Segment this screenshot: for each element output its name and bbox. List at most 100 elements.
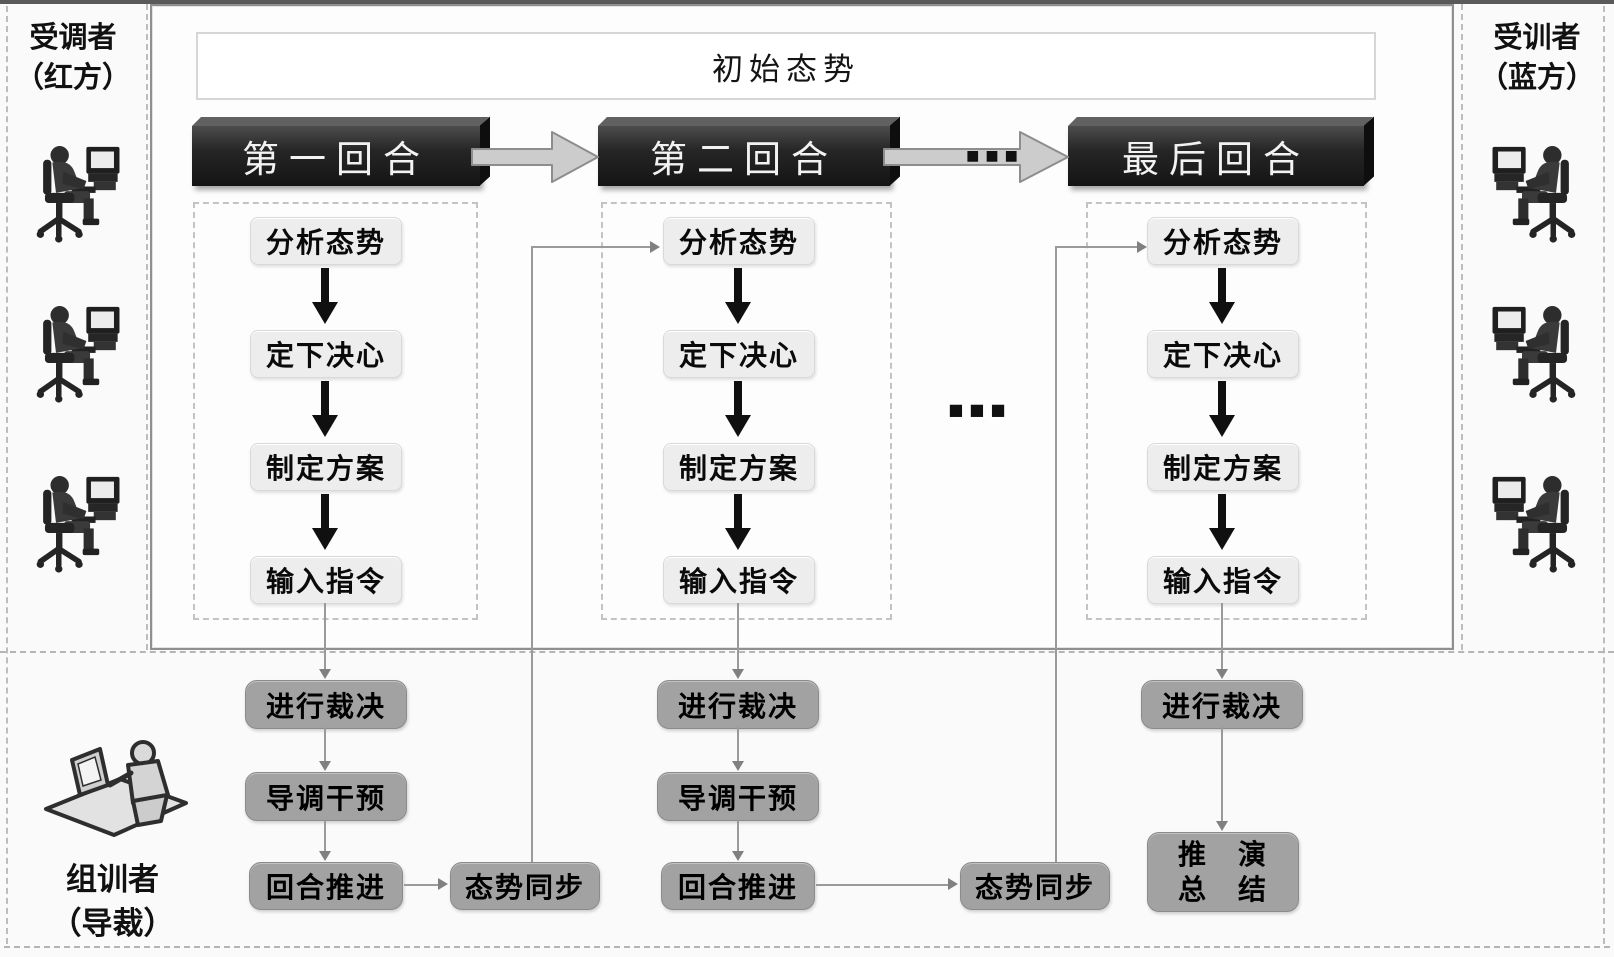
adjudicate-label: 进行裁决 <box>265 690 386 722</box>
round-last-dashed-box <box>1086 202 1367 620</box>
arrowhead-down-icon <box>732 669 744 679</box>
step-analyze-situation: 分析态势 <box>663 217 815 265</box>
feedback-riser-line <box>531 246 533 862</box>
round-last-header: 最后回合 <box>1068 126 1364 186</box>
step-label: 制定方案 <box>265 453 386 484</box>
arrowhead-down-icon <box>732 851 744 861</box>
step-make-decision: 定下决心 <box>250 330 402 378</box>
adjudicate-box: 进行裁决 <box>245 680 407 729</box>
ellipsis-dots: ■■■ <box>948 400 1012 419</box>
step-label: 分析态势 <box>678 227 799 258</box>
down-arrow-icon <box>312 268 338 326</box>
person-at-computer-icon <box>36 306 120 403</box>
step-make-decision: 定下决心 <box>1147 330 1299 378</box>
role-right-subtitle: （蓝方） <box>1478 62 1595 94</box>
step-label: 制定方案 <box>1162 453 1283 484</box>
connector-line <box>1221 727 1223 823</box>
step-label: 分析态势 <box>1162 227 1283 258</box>
step-label: 定下决心 <box>265 340 386 371</box>
director-at-laptop-icon <box>44 740 188 837</box>
arrowhead-down-icon <box>1216 821 1228 831</box>
left-column-separator <box>146 4 148 650</box>
step-draft-plan: 制定方案 <box>663 443 815 491</box>
director-area-separator <box>0 651 1614 653</box>
round-1-header: 第一回合 <box>192 126 480 186</box>
down-arrow-icon <box>1209 494 1235 552</box>
adjudicate-label: 进行裁决 <box>677 690 798 722</box>
connector-line <box>404 884 440 886</box>
feedback-elbow-line <box>1055 246 1139 248</box>
arrowhead-right-icon <box>948 878 958 890</box>
down-arrow-icon <box>725 494 751 552</box>
step-analyze-situation: 分析态势 <box>1147 217 1299 265</box>
person-at-computer-icon <box>36 146 120 243</box>
frame-bottom-edge <box>4 946 1610 948</box>
down-arrow-icon <box>1209 268 1235 326</box>
arrowhead-right-icon <box>438 878 448 890</box>
round-transition-arrow-icon <box>471 131 599 183</box>
adjudicate-box: 进行裁决 <box>1141 680 1303 729</box>
role-director-title: 组训者 <box>66 862 159 897</box>
sync-label: 态势同步 <box>464 872 585 903</box>
step-draft-plan: 制定方案 <box>250 443 402 491</box>
step-label: 定下决心 <box>1162 340 1283 371</box>
connector-line <box>324 727 326 763</box>
frame-right-edge <box>1603 6 1605 944</box>
intervene-box: 导调干预 <box>245 772 407 821</box>
arrowhead-down-icon <box>319 669 331 679</box>
person-at-computer-icon <box>1492 306 1576 403</box>
connector-line <box>324 819 326 853</box>
round-1-dashed-box <box>193 202 478 620</box>
sync-label: 态势同步 <box>974 872 1095 903</box>
connector-line <box>324 603 326 670</box>
step-input-orders: 输入指令 <box>663 556 815 604</box>
round-transition-arrow-icon <box>883 131 1069 183</box>
adjudicate-label: 进行裁决 <box>1161 690 1282 722</box>
step-analyze-situation: 分析态势 <box>250 217 402 265</box>
connector-line <box>737 603 739 670</box>
ellipsis-dots: ■■■ <box>966 148 1024 164</box>
connector-line <box>737 727 739 763</box>
step-label: 输入指令 <box>265 566 386 597</box>
role-left-title: 受调者 <box>29 22 117 54</box>
arrowhead-down-icon <box>319 851 331 861</box>
person-at-computer-icon <box>1492 476 1576 573</box>
step-input-orders: 输入指令 <box>1147 556 1299 604</box>
down-arrow-icon <box>725 268 751 326</box>
step-draft-plan: 制定方案 <box>1147 443 1299 491</box>
connector-line <box>1221 603 1223 670</box>
role-left-subtitle: （红方） <box>14 62 131 94</box>
role-director-subtitle: （导裁） <box>50 906 175 941</box>
round-2-header: 第二回合 <box>598 126 890 186</box>
intervene-box: 导调干预 <box>657 772 819 821</box>
round-1-title: 第一回合 <box>242 140 430 181</box>
summary-line-1: 推 演 <box>1177 839 1268 870</box>
person-at-computer-icon <box>1492 146 1576 243</box>
initial-situation-label: 初始态势 <box>712 51 860 87</box>
round-2-dashed-box <box>601 202 892 620</box>
right-column-separator <box>1461 4 1463 650</box>
step-label: 输入指令 <box>678 566 799 597</box>
step-label: 制定方案 <box>678 453 799 484</box>
advance-label: 回合推进 <box>677 872 798 903</box>
step-input-orders: 输入指令 <box>250 556 402 604</box>
connector-line <box>737 819 739 853</box>
feedback-elbow-line <box>531 246 651 248</box>
advance-label: 回合推进 <box>265 872 386 903</box>
down-arrow-icon <box>312 381 338 439</box>
arrowhead-right-icon <box>650 241 660 253</box>
frame-top-line <box>0 0 1614 4</box>
arrowhead-right-icon <box>1137 241 1147 253</box>
adjudicate-box: 进行裁决 <box>657 680 819 729</box>
role-right-label: 受训者 （蓝方） <box>1462 18 1612 98</box>
initial-situation-banner: 初始态势 <box>196 32 1376 100</box>
intervene-label: 导调干预 <box>677 782 798 814</box>
role-director-label: 组训者 （导裁） <box>15 858 210 946</box>
feedback-riser-line <box>1055 246 1057 862</box>
step-make-decision: 定下决心 <box>663 330 815 378</box>
arrowhead-down-icon <box>1216 669 1228 679</box>
sync-situation-box: 态势同步 <box>450 862 600 910</box>
role-left-label: 受调者 （红方） <box>0 18 146 98</box>
step-label: 分析态势 <box>265 227 386 258</box>
